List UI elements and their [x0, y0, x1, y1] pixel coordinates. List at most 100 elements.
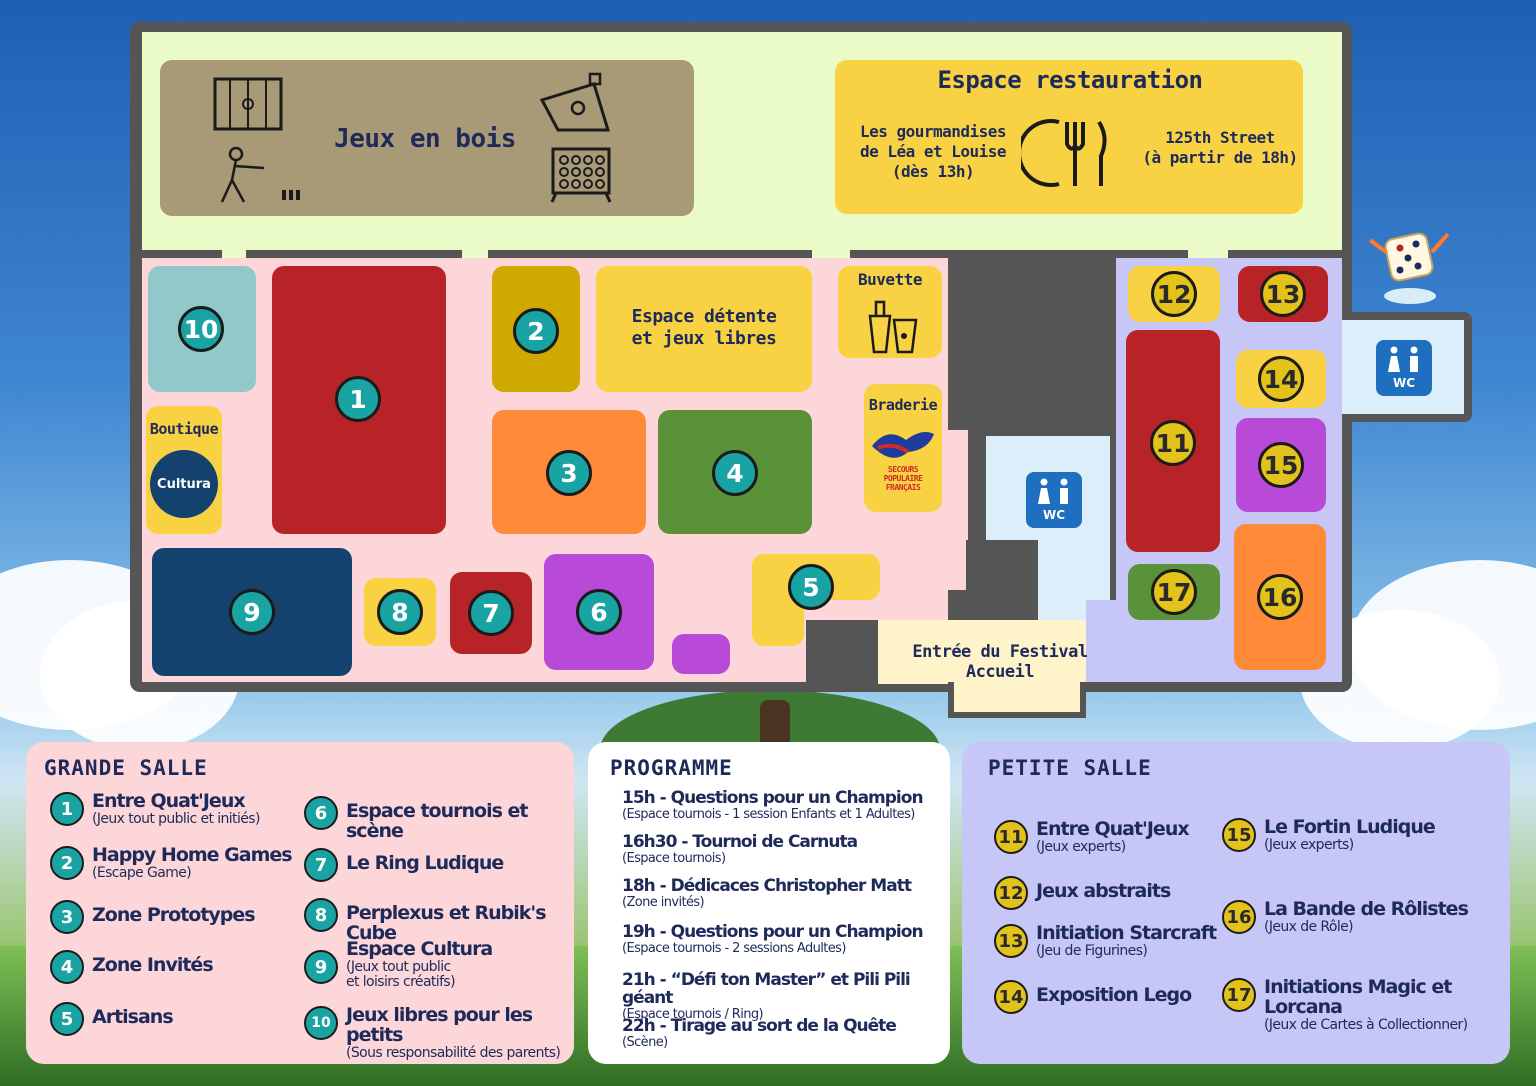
grande-salle-title: GRANDE SALLE [44, 756, 208, 780]
doorway-gap [812, 250, 850, 258]
restaurant-plate-cutlery-icon [1021, 119, 1107, 187]
braderie-logo-line2: POPULAIRE [883, 474, 923, 483]
boutique-label: Boutique [149, 420, 219, 438]
legend-num-3: 3 [50, 900, 84, 934]
cultura-logo: Cultura [150, 450, 218, 518]
zone-4[interactable]: 4 [658, 410, 812, 534]
programme-time-2: 16h30 - Tournoi de Carnuta [622, 832, 858, 852]
zone-jeux-en-bois[interactable]: Jeux en bois [160, 60, 694, 216]
programme-item-4: 19h - Questions pour un Champion (Espace… [622, 922, 962, 955]
zone-8[interactable]: 8 [364, 578, 436, 646]
legend-item-6[interactable]: 6 Espace tournois et scène [304, 796, 570, 842]
programme-place-2: (Espace tournois) [622, 850, 726, 866]
legend-programme: PROGRAMME 15h - Questions pour un Champi… [588, 742, 950, 1064]
wc-sign-main: WC [1026, 472, 1082, 528]
legend-num-1: 1 [50, 792, 84, 826]
legend-num-6: 6 [304, 796, 338, 830]
programme-item-1: 15h - Questions pour un Champion (Espace… [622, 788, 962, 821]
legend-item-4[interactable]: 4 Zone Invités [50, 950, 310, 984]
zone-badge-17: 17 [1151, 569, 1197, 615]
legend-num-15: 15 [1222, 818, 1256, 852]
legend-item-8[interactable]: 8 Perplexus et Rubik's Cube [304, 898, 570, 944]
programme-time-1: 15h - Questions pour un Champion [622, 788, 924, 808]
zone-12[interactable]: 12 [1128, 266, 1220, 322]
legend-name-3: Zone Prototypes [92, 904, 256, 926]
legend-name-8: Perplexus et Rubik's Cube [346, 902, 547, 944]
legend-item-15[interactable]: 15 Le Fortin Ludique(Jeux experts) [1222, 817, 1502, 853]
legend-name-2: Happy Home Games [92, 844, 293, 866]
zone-braderie[interactable]: Braderie SECOURS POPULAIRE FRANÇAIS [864, 384, 942, 512]
braderie-logo-line1: SECOURS [887, 465, 919, 474]
legend-item-11[interactable]: 11 Entre Quat'Jeux(Jeux experts) [994, 818, 1220, 855]
legend-item-16[interactable]: 16 La Bande de Rôlistes(Jeux de Rôle) [1222, 898, 1502, 935]
vendor-left-line1: Les gourmandises [859, 122, 1007, 141]
zone-badge-6: 6 [576, 589, 622, 635]
zone-16[interactable]: 16 [1234, 524, 1326, 670]
entrance-porch [948, 682, 1086, 718]
zone-2[interactable]: 2 [492, 266, 580, 392]
legend-sub-9b: et loisirs créatifs) [346, 973, 456, 990]
legend-sub-13: (Jeu de Figurines) [1036, 942, 1148, 959]
vendor-left-line2: de Léa et Louise [859, 142, 1007, 161]
zone-badge-2: 2 [513, 308, 559, 354]
foosball-icon [213, 77, 283, 131]
zone-17[interactable]: 17 [1128, 564, 1220, 620]
legend-item-7[interactable]: 7 Le Ring Ludique [304, 848, 570, 882]
restroom-icon [1388, 346, 1418, 372]
legend-sub-11: (Jeux experts) [1036, 838, 1126, 855]
zone-badge-8: 8 [377, 589, 423, 635]
legend-name-16: La Bande de Rôlistes [1264, 898, 1469, 920]
zone-badge-12: 12 [1151, 271, 1197, 317]
zone-badge-14: 14 [1258, 356, 1304, 402]
cornhole-icon [539, 72, 611, 132]
programme-time-6: 22h - Tirage au sort de la Quête [622, 1016, 897, 1036]
buvette-label: Buvette [858, 270, 922, 289]
zone-6[interactable]: 6 [544, 554, 654, 670]
zone-15[interactable]: 15 [1236, 418, 1326, 512]
legend-num-8: 8 [304, 898, 338, 932]
zone-badge-3: 3 [546, 450, 592, 496]
legend-sub-9a: (Jeux tout public [346, 958, 451, 975]
legend-item-13[interactable]: 13 Initiation Starcraft(Jeu de Figurines… [994, 922, 1220, 959]
legend-sub-16: (Jeux de Rôle) [1264, 918, 1354, 935]
legend-item-2[interactable]: 2 Happy Home Games(Escape Game) [50, 844, 310, 881]
programme-place-5: (Espace tournois / Ring) [622, 1006, 764, 1022]
legend-name-11: Entre Quat'Jeux [1036, 818, 1190, 840]
legend-name-13: Initiation Starcraft [1036, 922, 1217, 944]
zone-7[interactable]: 7 [450, 572, 532, 654]
legend-item-17[interactable]: 17 Initiations Magic et Lorcana(Jeux de … [1222, 977, 1506, 1033]
wc-label-main: WC [1042, 508, 1066, 522]
zone-espace-detente[interactable]: Espace détente et jeux libres [596, 266, 812, 392]
programme-time-4: 19h - Questions pour un Champion [622, 922, 924, 942]
zone-badge-16: 16 [1257, 574, 1303, 620]
legend-item-12[interactable]: 12 Jeux abstraits [994, 876, 1220, 910]
programme-item-2: 16h30 - Tournoi de Carnuta (Espace tourn… [622, 832, 962, 866]
zone-13[interactable]: 13 [1238, 266, 1328, 322]
legend-name-10: Jeux libres pour les petits [346, 1004, 533, 1046]
legend-num-2: 2 [50, 846, 84, 880]
zone-10[interactable]: 10 [148, 266, 256, 392]
legend-item-3[interactable]: 3 Zone Prototypes [50, 900, 310, 934]
legend-item-10[interactable]: 10 Jeux libres pour les petits(Sous resp… [304, 1004, 570, 1061]
legend-name-6: Espace tournois et scène [346, 800, 529, 842]
zone-boutique[interactable]: Boutique Cultura [146, 406, 222, 534]
legend-item-14[interactable]: 14 Exposition Lego [994, 980, 1220, 1014]
drinks-icon [868, 300, 918, 354]
zone-espace-restauration[interactable]: Espace restauration Les gourmandises de … [835, 60, 1303, 214]
zone-buvette[interactable]: Buvette [838, 266, 942, 358]
secours-populaire-logo [872, 432, 934, 458]
legend-name-1: Entre Quat'Jeux [92, 790, 246, 812]
zone-1[interactable]: 1 [272, 266, 446, 534]
legend-item-5[interactable]: 5 Artisans [50, 1002, 310, 1036]
braderie-logo-line3: FRANÇAIS [885, 483, 921, 492]
legend-sub-15: (Jeux experts) [1264, 836, 1354, 853]
legend-item-1[interactable]: 1 Entre Quat'Jeux(Jeux tout public et in… [50, 790, 310, 827]
zone-badge-4: 4 [712, 450, 758, 496]
zone-3[interactable]: 3 [492, 410, 646, 534]
zone-14[interactable]: 14 [1236, 350, 1326, 408]
legend-num-4: 4 [50, 950, 84, 984]
zone-11[interactable]: 11 [1126, 330, 1220, 552]
zone-9[interactable]: 9 [152, 548, 352, 676]
braderie-label: Braderie [868, 396, 938, 414]
